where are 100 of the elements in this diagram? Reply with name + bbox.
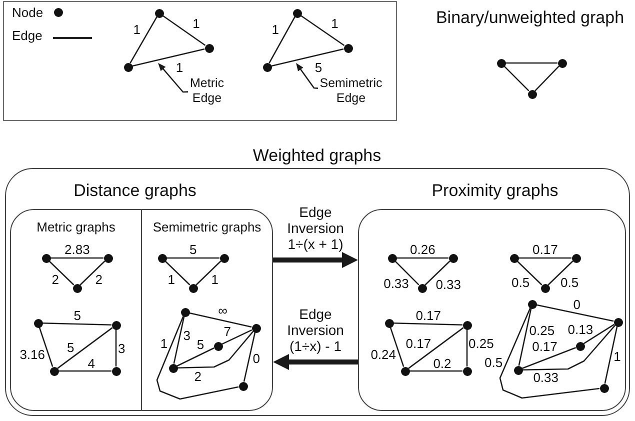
- edge-line: [424, 260, 450, 286]
- leader-arrow: [158, 62, 188, 93]
- panel-title: Weighted graphs: [252, 146, 382, 166]
- edge-label: 2: [95, 273, 103, 286]
- edge-line: [410, 370, 462, 372]
- edge-label: 0.2: [433, 356, 452, 370]
- edge-label: 0.5: [560, 276, 579, 289]
- edge-label: 5: [314, 60, 322, 74]
- vertex-dot: [418, 284, 426, 292]
- vertex-dot: [72, 284, 82, 292]
- vertex-dot: [572, 254, 580, 262]
- edge-line: [300, 14, 345, 46]
- edge-label: Edge Inversion 1÷(x + 1): [286, 204, 345, 252]
- edge-line: [499, 308, 600, 399]
- edge-line: [58, 370, 112, 372]
- callout-text: Semimetric Edge: [318, 76, 384, 106]
- panel-title: Metric graphs: [36, 220, 116, 236]
- edge-label: 1: [192, 17, 200, 30]
- vertex-dot: [188, 284, 198, 292]
- edge-line: [196, 260, 222, 286]
- vertex-dot: [252, 324, 260, 332]
- edge-label: Edge Inversion (1÷x) - 1: [286, 306, 345, 354]
- edge-line: [408, 327, 464, 369]
- edge-line: [548, 260, 574, 286]
- legend-text: Node: [12, 4, 44, 20]
- edge-label: 1: [211, 273, 219, 286]
- vertex-dot: [154, 8, 164, 18]
- vertex-dot: [214, 342, 222, 350]
- edge-label: 2: [194, 370, 202, 382]
- vertex-dot: [112, 366, 120, 376]
- edge-label: 4: [88, 356, 95, 370]
- vertex-dot: [388, 254, 396, 262]
- vertex-dot: [158, 254, 166, 262]
- edge-line: [506, 62, 558, 64]
- vertex-dot: [42, 254, 50, 262]
- edge-line: [42, 322, 112, 326]
- edge-label: 3: [118, 342, 126, 354]
- panel-title: Semimetric graphs: [152, 220, 262, 236]
- edge-label: 0.25: [468, 336, 494, 350]
- vertex-dot: [614, 318, 622, 326]
- vertex-dot: [180, 308, 190, 316]
- edge-line: [156, 316, 239, 400]
- vertex-dot: [558, 58, 566, 68]
- edge-line: [176, 347, 214, 367]
- edge-label: 5: [74, 308, 81, 322]
- edge-label: 0.17: [532, 243, 558, 256]
- vertex-dot: [462, 366, 472, 376]
- edge-line: [522, 324, 616, 371]
- edge-label: 0.26: [410, 243, 436, 256]
- edge-line: [38, 327, 54, 367]
- edge-line: [57, 327, 113, 369]
- edge-line: [466, 330, 468, 366]
- edge-label: 0.13: [568, 323, 594, 336]
- vertex-dot: [112, 320, 120, 330]
- edge-line: [177, 330, 254, 369]
- edge-line: [394, 260, 420, 286]
- vertex-dot: [124, 62, 132, 72]
- edge-line: [50, 257, 104, 259]
- edge-line: [80, 260, 106, 286]
- edge-label: 0.24: [370, 348, 396, 361]
- edge-label: 0.5: [484, 356, 503, 368]
- edge-label: 5: [190, 243, 197, 256]
- legend-text: Edge: [12, 28, 42, 42]
- edge-label: 0.17: [532, 340, 558, 354]
- vertex-dot: [510, 254, 518, 262]
- vertex-dot: [600, 384, 608, 392]
- vertex-dot: [528, 300, 536, 308]
- edge-label: 2: [52, 273, 59, 286]
- edge-line: [132, 48, 205, 67]
- vertex-dot: [344, 44, 352, 52]
- leader-arrow: [296, 62, 318, 89]
- vertex-dot: [50, 366, 58, 376]
- edge-label: 5: [196, 338, 204, 351]
- vertex-dot: [514, 366, 522, 374]
- edge-label: ∞: [218, 304, 228, 318]
- edge-line: [522, 347, 576, 369]
- vertex-dot: [168, 364, 178, 372]
- edge-line: [243, 332, 256, 382]
- edge-label: 3.16: [20, 348, 45, 361]
- vertex-dot: [220, 254, 228, 262]
- vertex-dot: [462, 320, 472, 330]
- edge-line: [536, 304, 614, 322]
- edge-line: [516, 260, 542, 286]
- edge-line: [583, 324, 615, 344]
- vertex-dot: [540, 284, 550, 292]
- edge-line: [393, 322, 463, 326]
- vertex-dot: [400, 366, 410, 376]
- edge-line: [396, 257, 448, 259]
- edge-label: 3: [183, 329, 191, 342]
- edge-label: 5: [67, 341, 74, 354]
- edge-label: 1: [614, 350, 621, 363]
- section-label: Binary/unweighted graph: [436, 8, 624, 28]
- edge-line: [268, 16, 296, 64]
- panel-title: Proximity graphs: [432, 181, 558, 201]
- edge-line: [173, 316, 185, 364]
- edge-line: [534, 66, 560, 92]
- edge-label: 1: [160, 336, 168, 350]
- edge-line: [130, 16, 158, 64]
- vertex-dot: [496, 58, 506, 68]
- arrow: [273, 354, 358, 370]
